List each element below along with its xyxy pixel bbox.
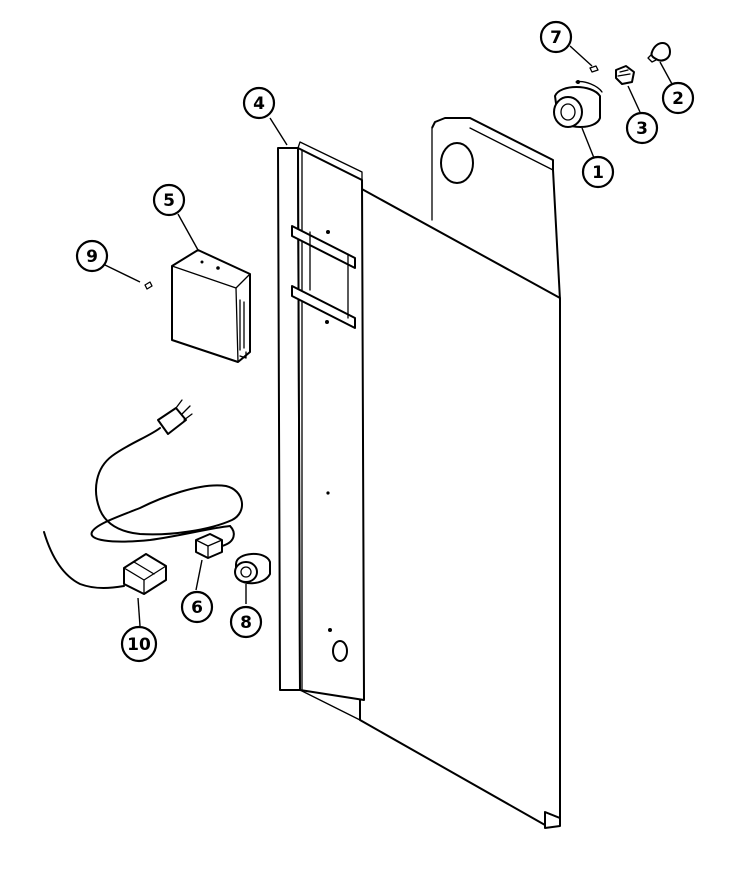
callout-10: 10 [120,625,158,663]
callout-1-label: 1 [592,163,604,183]
callout-7-label: 7 [550,28,562,48]
callout-9-label: 9 [86,247,98,267]
wire-clip [195,533,223,559]
callout-3-label: 3 [636,119,648,139]
callout-8: 8 [229,605,263,639]
screw-part [144,281,153,290]
grommet [234,553,271,585]
callout-5-label: 5 [163,191,175,211]
callout-1: 1 [581,155,615,189]
callout-8-label: 8 [240,613,252,633]
panel-hole-icon [440,142,474,184]
power-cord [90,399,243,547]
callout-2-label: 2 [672,89,684,109]
lamp-holder [615,65,635,85]
callout-3: 3 [625,111,659,145]
door-panel [359,117,561,829]
callout-6-label: 6 [191,598,203,618]
callout-6: 6 [180,590,214,624]
light-bulb [647,42,671,63]
ballast-box [171,249,251,363]
channel-hole-icon [332,640,348,662]
callout-5: 5 [152,183,186,217]
callout-9: 9 [75,239,109,273]
lamp-socket [553,80,603,128]
cord-connector [43,531,167,595]
channel-strip [277,141,365,721]
callout-4-label: 4 [253,94,265,114]
callout-7: 7 [539,20,573,54]
callout-2: 2 [661,81,695,115]
callout-4: 4 [242,86,276,120]
leader-lines [104,45,673,627]
callout-10-label: 10 [127,635,151,655]
small-screw-part [589,65,599,73]
